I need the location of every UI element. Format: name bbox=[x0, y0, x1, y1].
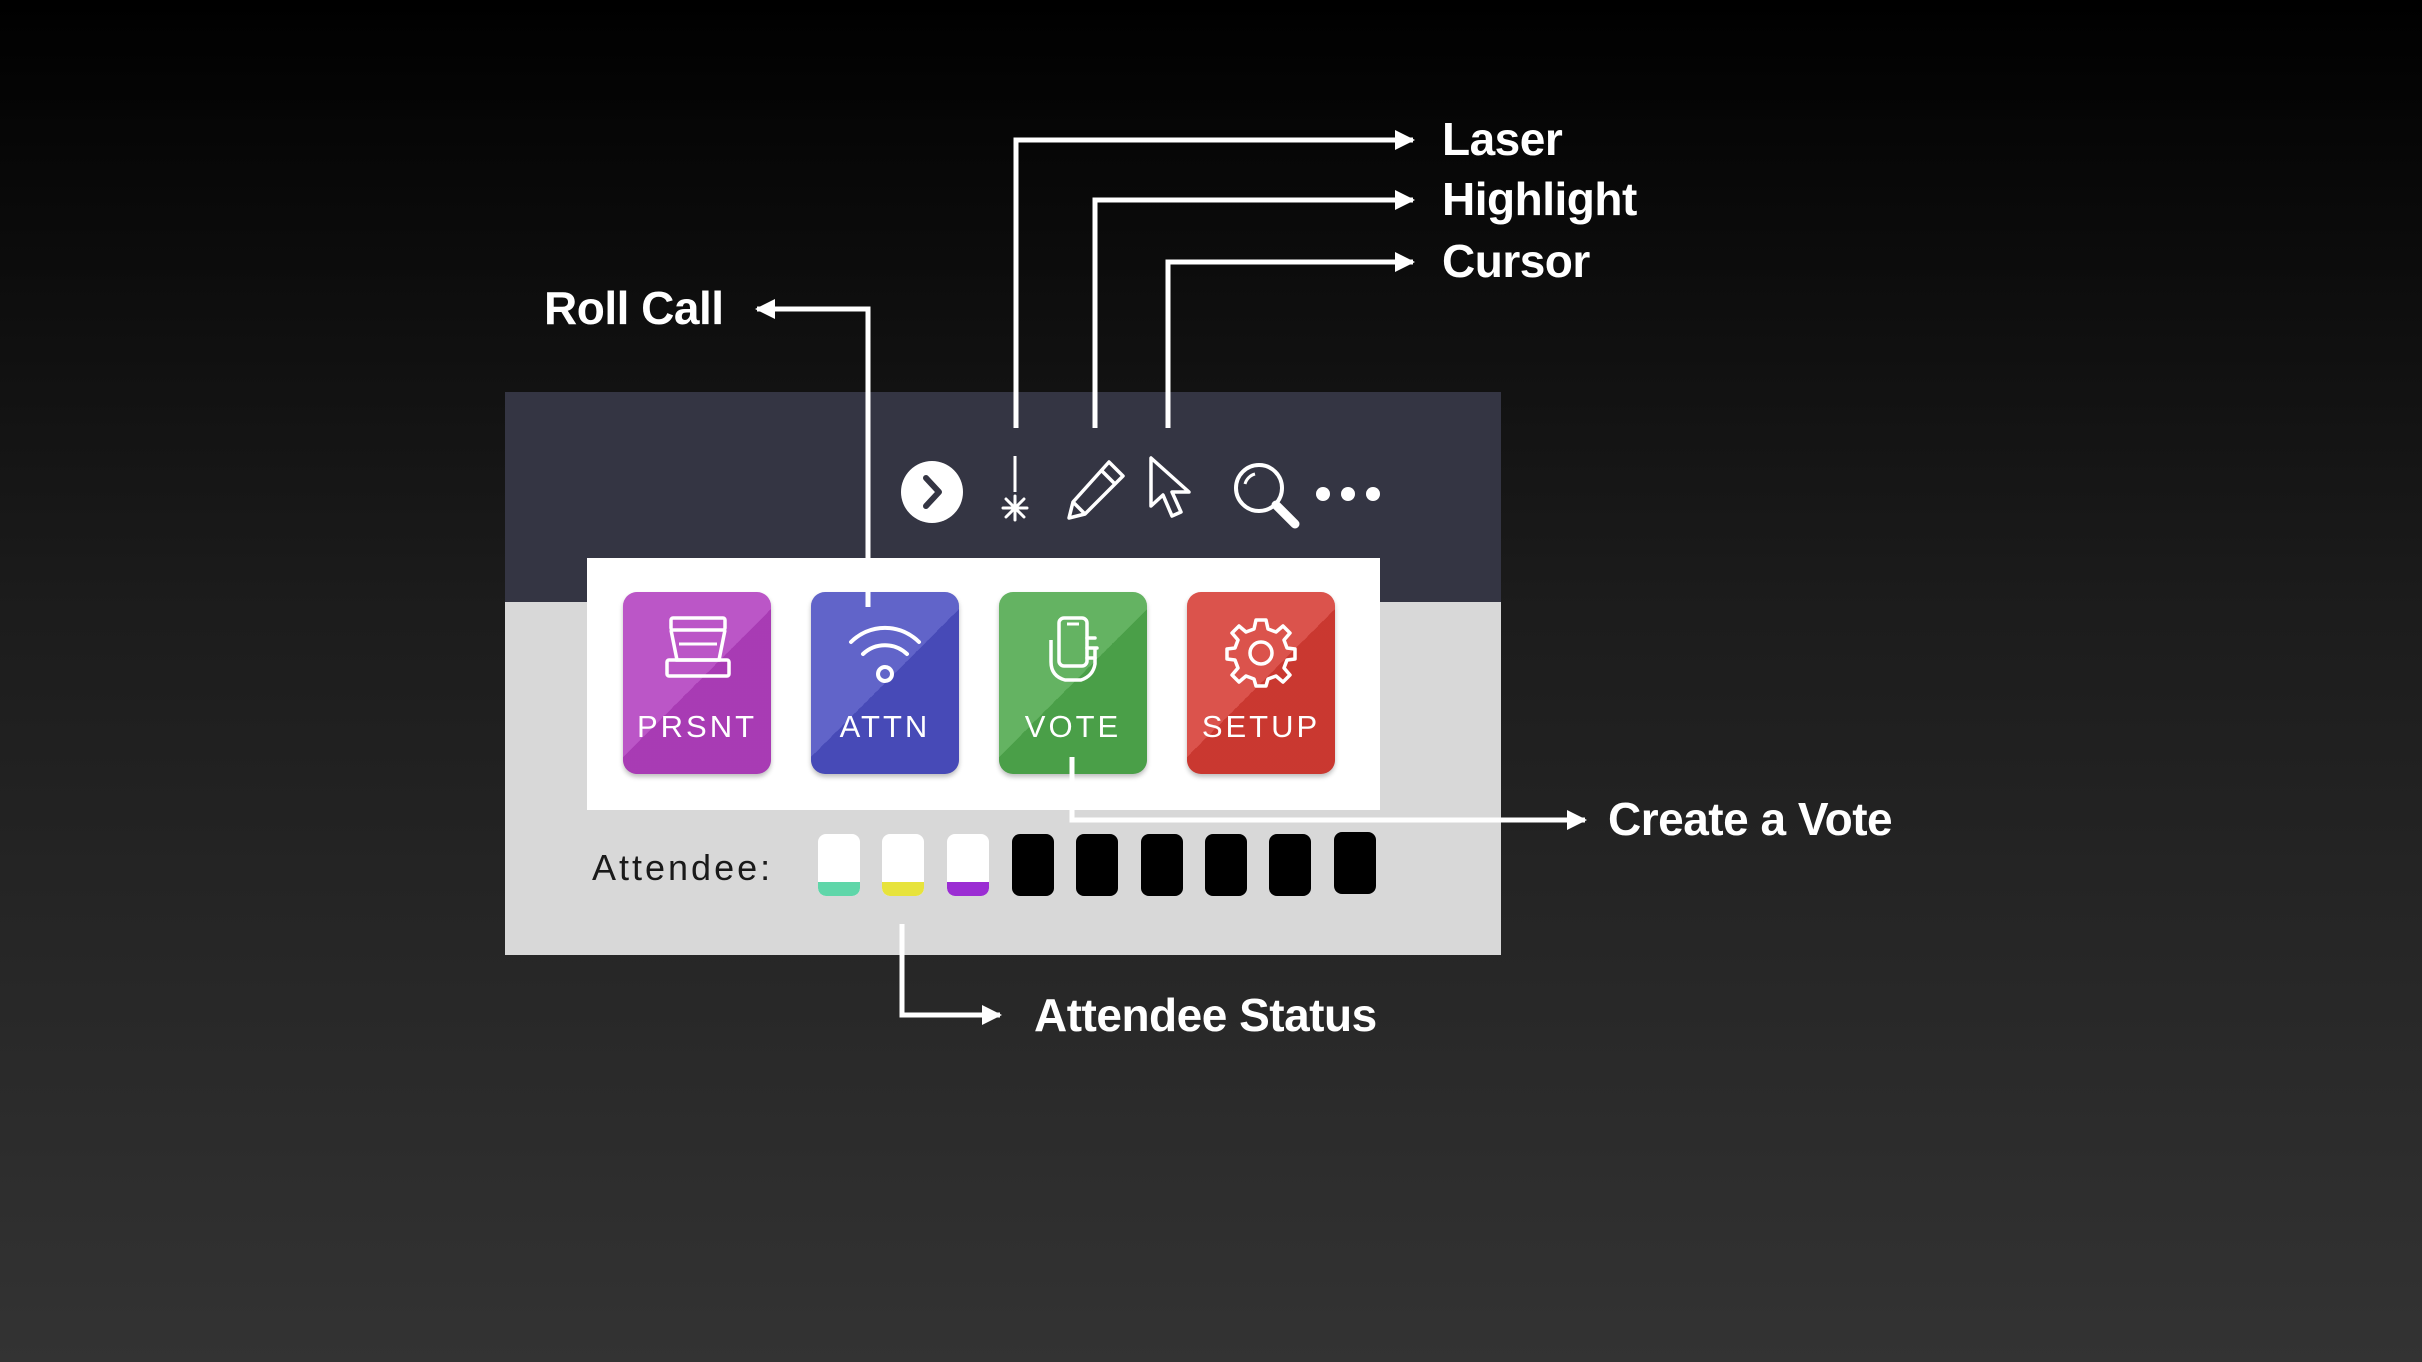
attendee-slot bbox=[1269, 834, 1311, 896]
attn-label: ATTN bbox=[839, 709, 931, 744]
attendee-label: Attendee: bbox=[592, 847, 774, 888]
attendee-slot bbox=[882, 834, 924, 896]
attendee-slot bbox=[1141, 834, 1183, 896]
laser-callout: Laser bbox=[1442, 113, 1563, 165]
meeting-panel: PRSNT ATTN bbox=[505, 392, 1501, 955]
wifi-icon bbox=[849, 625, 921, 683]
roll-call-callout: Roll Call bbox=[544, 282, 724, 334]
setup-label: SETUP bbox=[1201, 709, 1321, 744]
magnifier-icon[interactable] bbox=[1231, 460, 1301, 530]
attendee-slot bbox=[947, 834, 989, 896]
highlight-arrow bbox=[1092, 190, 1415, 428]
cursor-arrow bbox=[1165, 252, 1415, 428]
app-launcher: PRSNT ATTN bbox=[587, 558, 1380, 810]
chevron-right-icon[interactable] bbox=[900, 460, 964, 524]
create-vote-arrow bbox=[1069, 757, 1587, 830]
attendee-slot bbox=[1076, 834, 1118, 896]
laser-arrow bbox=[1013, 130, 1415, 428]
pencil-icon[interactable] bbox=[1065, 458, 1127, 522]
attendee-slot bbox=[818, 834, 860, 896]
scanner-icon bbox=[665, 616, 731, 678]
prsnt-button[interactable]: PRSNT bbox=[623, 592, 771, 774]
prsnt-label: PRSNT bbox=[636, 709, 758, 744]
laser-icon[interactable] bbox=[995, 454, 1035, 524]
vote-label: VOTE bbox=[1024, 709, 1122, 744]
gear-icon bbox=[1225, 618, 1297, 688]
highlight-callout: Highlight bbox=[1442, 173, 1637, 225]
attendee-status-callout: Attendee Status bbox=[1034, 989, 1377, 1041]
vote-button[interactable]: VOTE bbox=[999, 592, 1147, 774]
setup-button[interactable]: SETUP bbox=[1187, 592, 1335, 774]
cursor-icon[interactable] bbox=[1147, 454, 1197, 524]
attendee-status-arrow bbox=[899, 924, 1002, 1025]
attendee-slot bbox=[1012, 834, 1054, 896]
attendee-slot bbox=[1205, 834, 1247, 896]
attn-button[interactable]: ATTN bbox=[811, 592, 959, 774]
attendee-slot bbox=[1334, 832, 1376, 894]
phone-hand-icon bbox=[1049, 616, 1099, 682]
roll-call-arrow bbox=[755, 299, 871, 607]
create-vote-callout: Create a Vote bbox=[1608, 793, 1893, 845]
more-icon[interactable] bbox=[1313, 484, 1383, 504]
cursor-callout: Cursor bbox=[1442, 235, 1590, 287]
